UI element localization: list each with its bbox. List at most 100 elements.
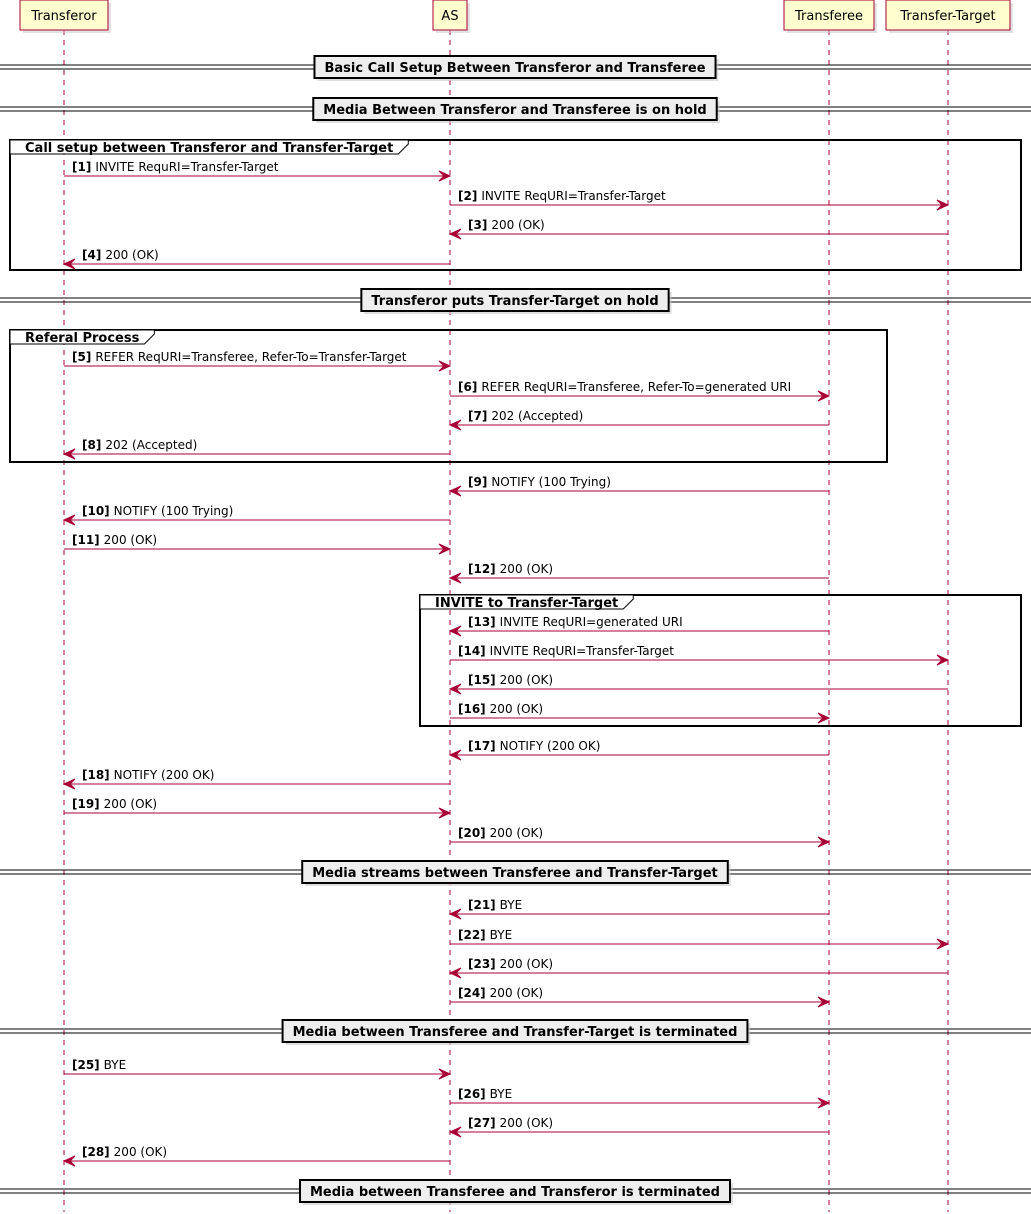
message: [6]REFER ReqURI=Transferee, Refer-To=gen… xyxy=(450,380,831,402)
arrowhead xyxy=(817,1097,831,1109)
arrowhead xyxy=(936,199,950,211)
group-label: Call setup between Transferor and Transf… xyxy=(25,141,393,156)
group-label: INVITE to Transfer-Target xyxy=(435,596,618,611)
divider: Media Between Transferor and Transferee … xyxy=(0,97,1031,123)
message-label: [12]200 (OK) xyxy=(468,562,553,576)
arrowhead xyxy=(438,1068,452,1080)
participant-transferee: Transferee xyxy=(783,0,877,33)
participant-label: Transferee xyxy=(794,9,863,24)
message-label: [14]INVITE ReqURI=Transfer-Target xyxy=(458,644,674,658)
group-label: Referal Process xyxy=(25,331,140,346)
divider-label: Media between Transferee and Transferor … xyxy=(310,1185,720,1200)
participant-as: AS xyxy=(432,0,470,33)
divider: Media streams between Transferee and Tra… xyxy=(0,860,1031,886)
message: [2]INVITE ReqURI=Transfer-Target xyxy=(450,189,950,211)
group-frame: Referal Process xyxy=(9,329,888,463)
arrowhead xyxy=(448,228,462,240)
message-label: [27]200 (OK) xyxy=(468,1116,553,1130)
message-label: [23]200 (OK) xyxy=(468,957,553,971)
message-label: [21]BYE xyxy=(468,898,522,912)
message: [10]NOTIFY (100 Trying) xyxy=(62,504,450,526)
arrowhead xyxy=(438,543,452,555)
arrowhead xyxy=(448,572,462,584)
message-label: [16]200 (OK) xyxy=(458,702,543,716)
message-label: [7]202 (Accepted) xyxy=(468,409,583,423)
divider-label: Media between Transferee and Transfer-Ta… xyxy=(293,1025,738,1040)
message-label: [18]NOTIFY (200 OK) xyxy=(82,768,214,782)
arrowhead xyxy=(448,1126,462,1138)
divider: Basic Call Setup Between Transferor and … xyxy=(0,55,1031,81)
arrowhead xyxy=(448,749,462,761)
message-label: [25]BYE xyxy=(72,1058,126,1072)
message: [16]200 (OK) xyxy=(450,702,831,724)
participant-transfer-target: Transfer-Target xyxy=(885,0,1013,33)
message: [7]202 (Accepted) xyxy=(448,409,829,431)
message: [23]200 (OK) xyxy=(448,957,948,979)
message: [13]INVITE ReqURI=generated URI xyxy=(448,615,829,637)
message: [12]200 (OK) xyxy=(448,562,829,584)
message-label: [4]200 (OK) xyxy=(82,248,159,262)
divider-label: Media streams between Transferee and Tra… xyxy=(312,866,718,881)
message: [28]200 (OK) xyxy=(62,1145,450,1167)
message-label: [20]200 (OK) xyxy=(458,826,543,840)
message: [22]BYE xyxy=(450,928,950,950)
arrowhead xyxy=(438,170,452,182)
message: [24]200 (OK) xyxy=(450,986,831,1008)
message: [17]NOTIFY (200 OK) xyxy=(448,739,829,761)
arrowhead xyxy=(62,514,76,526)
message-label: [3]200 (OK) xyxy=(468,218,545,232)
arrowhead xyxy=(817,712,831,724)
message-label: [26]BYE xyxy=(458,1087,512,1101)
arrowhead xyxy=(936,654,950,666)
message: [9]NOTIFY (100 Trying) xyxy=(448,475,829,497)
arrowhead xyxy=(62,1155,76,1167)
message: [4]200 (OK) xyxy=(62,248,450,270)
message-label: [2]INVITE ReqURI=Transfer-Target xyxy=(458,189,666,203)
message-label: [8]202 (Accepted) xyxy=(82,438,197,452)
message-label: [19]200 (OK) xyxy=(72,797,157,811)
arrowhead xyxy=(62,778,76,790)
message-label: [15]200 (OK) xyxy=(468,673,553,687)
message-label: [24]200 (OK) xyxy=(458,986,543,1000)
message: [25]BYE xyxy=(64,1058,452,1080)
arrowhead xyxy=(817,390,831,402)
divider-label: Basic Call Setup Between Transferor and … xyxy=(324,61,705,76)
message-label: [5]REFER ReqURI=Transferee, Refer-To=Tra… xyxy=(72,350,407,364)
arrowhead xyxy=(817,996,831,1008)
message-label: [13]INVITE ReqURI=generated URI xyxy=(468,615,683,629)
message: [1]INVITE RequRI=Transfer-Target xyxy=(64,160,452,182)
message: [5]REFER ReqURI=Transferee, Refer-To=Tra… xyxy=(64,350,452,372)
message: [8]202 (Accepted) xyxy=(62,438,450,460)
message-label: [10]NOTIFY (100 Trying) xyxy=(82,504,233,518)
divider: Media between Transferee and Transfer-Ta… xyxy=(0,1019,1031,1045)
divider-label: Transferor puts Transfer-Target on hold xyxy=(371,294,658,309)
message: [11]200 (OK) xyxy=(64,533,452,555)
participant-label: Transferor xyxy=(30,9,97,24)
message: [26]BYE xyxy=(450,1087,831,1109)
group-frame: INVITE to Transfer-Target xyxy=(419,594,1022,727)
message-label: [1]INVITE RequRI=Transfer-Target xyxy=(72,160,279,174)
participant-label: AS xyxy=(441,9,458,24)
arrowhead xyxy=(448,625,462,637)
message: [15]200 (OK) xyxy=(448,673,948,695)
arrowhead xyxy=(448,908,462,920)
arrowhead xyxy=(448,683,462,695)
message-label: [9]NOTIFY (100 Trying) xyxy=(468,475,611,489)
group-frame: Call setup between Transferor and Transf… xyxy=(9,139,1022,271)
message-label: [22]BYE xyxy=(458,928,512,942)
arrowhead xyxy=(936,938,950,950)
arrowhead xyxy=(817,836,831,848)
message: [21]BYE xyxy=(448,898,829,920)
message: [14]INVITE ReqURI=Transfer-Target xyxy=(450,644,950,666)
arrowhead xyxy=(62,258,76,270)
message: [19]200 (OK) xyxy=(64,797,452,819)
arrowhead xyxy=(448,967,462,979)
arrowhead xyxy=(448,485,462,497)
participant-transferor: Transferor xyxy=(19,0,111,33)
message: [18]NOTIFY (200 OK) xyxy=(62,768,450,790)
message: [20]200 (OK) xyxy=(450,826,831,848)
arrowhead xyxy=(438,807,452,819)
participant-label: Transfer-Target xyxy=(899,9,995,24)
arrowhead xyxy=(62,448,76,460)
